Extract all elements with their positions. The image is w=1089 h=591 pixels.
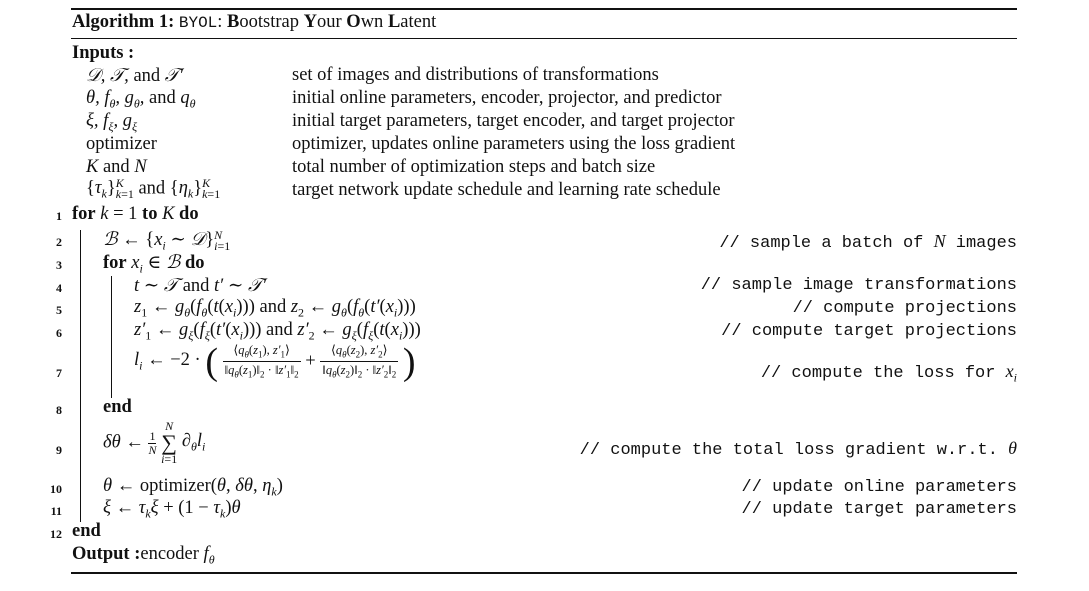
algorithm-code: BYOL bbox=[178, 14, 218, 32]
input-sym-1: θ, fθ, gθ, and qθ bbox=[86, 88, 196, 111]
line-5-comment: // compute projections bbox=[792, 299, 1017, 318]
line-2-comment: // sample a batch of N images bbox=[719, 231, 1017, 253]
line-8-end: end bbox=[103, 397, 132, 417]
line-5-stmt: z1 ← gθ(fθ(t(xi))) and z2 ← gθ(fθ(t′(xi)… bbox=[134, 297, 416, 320]
line-6-comment: // compute target projections bbox=[721, 322, 1017, 341]
line-1-for: for k = 1 to K do bbox=[72, 204, 199, 224]
input-sym-2: ξ, fξ, gξ bbox=[86, 111, 138, 134]
input-desc-1: initial online parameters, encoder, proj… bbox=[292, 88, 722, 108]
line-7-stmt: li ← −2 · ( ⟨qθ(z1), z′1⟩ ‖qθ(z1)‖2 · ‖z… bbox=[134, 341, 416, 383]
inputs-heading: Inputs : bbox=[72, 43, 135, 63]
line-6-stmt: z′1 ← gξ(fξ(t′(xi))) and z′2 ← gξ(fξ(t(x… bbox=[134, 320, 421, 343]
line-number-6: 6 bbox=[56, 326, 62, 340]
header-rule bbox=[71, 38, 1017, 39]
algorithm-name: : Bootstrap Your Own Latent bbox=[217, 12, 437, 32]
algorithm-title: Algorithm 1: BYOL: Bootstrap Your Own La… bbox=[72, 12, 436, 33]
loss-fraction-2: ⟨qθ(z2), z′2⟩ ‖qθ(z2)‖2 · ‖z′2‖2 bbox=[320, 342, 399, 380]
top-rule bbox=[71, 8, 1017, 10]
input-desc-4: total number of optimization steps and b… bbox=[292, 157, 656, 177]
line-number-2: 2 bbox=[56, 235, 62, 249]
inner-loop-bar bbox=[111, 276, 112, 398]
line-3-for: for xi ∈ ℬ do bbox=[103, 253, 205, 276]
input-sym-0: 𝒟, 𝒯, and 𝒯′ bbox=[86, 66, 183, 86]
line-number-4: 4 bbox=[56, 281, 62, 295]
line-12-end: end bbox=[72, 521, 101, 541]
input-sym-4: K and N bbox=[86, 157, 147, 177]
line-number-8: 8 bbox=[56, 403, 62, 417]
line-number-10: 10 bbox=[50, 482, 62, 496]
line-10-comment: // update online parameters bbox=[741, 478, 1017, 497]
outer-loop-bar bbox=[80, 230, 81, 522]
input-desc-2: initial target parameters, target encode… bbox=[292, 111, 735, 131]
line-7-comment: // compute the loss for xi bbox=[760, 361, 1017, 385]
line-11-comment: // update target parameters bbox=[741, 500, 1017, 519]
input-desc-0: set of images and distributions of trans… bbox=[292, 65, 659, 85]
line-number-11: 11 bbox=[50, 504, 62, 518]
line-number-3: 3 bbox=[56, 258, 62, 272]
summation: N∑i=1 bbox=[161, 419, 178, 466]
bottom-rule bbox=[71, 572, 1017, 574]
input-sym-3: optimizer bbox=[86, 134, 157, 154]
line-number-7: 7 bbox=[56, 366, 62, 380]
loss-fraction-1: ⟨qθ(z1), z′1⟩ ‖qθ(z1)‖2 · ‖z′1‖2 bbox=[222, 342, 301, 380]
line-number-9: 9 bbox=[56, 443, 62, 457]
loss-close-paren: ) bbox=[402, 341, 416, 383]
output-label: Output : bbox=[72, 544, 141, 564]
output-value: encoder fθ bbox=[140, 544, 215, 567]
line-10-stmt: θ ← optimizer(θ, δθ, ηk) bbox=[103, 476, 283, 499]
line-11-stmt: ξ ← τkξ + (1 − τk)θ bbox=[103, 498, 241, 521]
line-9-comment: // compute the total loss gradient w.r.t… bbox=[579, 438, 1017, 460]
input-desc-5: target network update schedule and learn… bbox=[292, 180, 721, 200]
input-desc-3: optimizer, updates online parameters usi… bbox=[292, 134, 736, 154]
line-4-stmt: t ∼ 𝒯 and t′ ∼ 𝒯′ bbox=[134, 276, 267, 296]
line-number-1: 1 bbox=[56, 209, 62, 223]
line-number-5: 5 bbox=[56, 303, 62, 317]
loss-open-paren: ( bbox=[205, 341, 218, 383]
line-number-12: 12 bbox=[50, 527, 62, 541]
line-4-comment: // sample image transformations bbox=[700, 276, 1017, 295]
output-line: Output :encoder fθ bbox=[72, 544, 215, 568]
algorithm-label: Algorithm 1: bbox=[72, 12, 175, 32]
